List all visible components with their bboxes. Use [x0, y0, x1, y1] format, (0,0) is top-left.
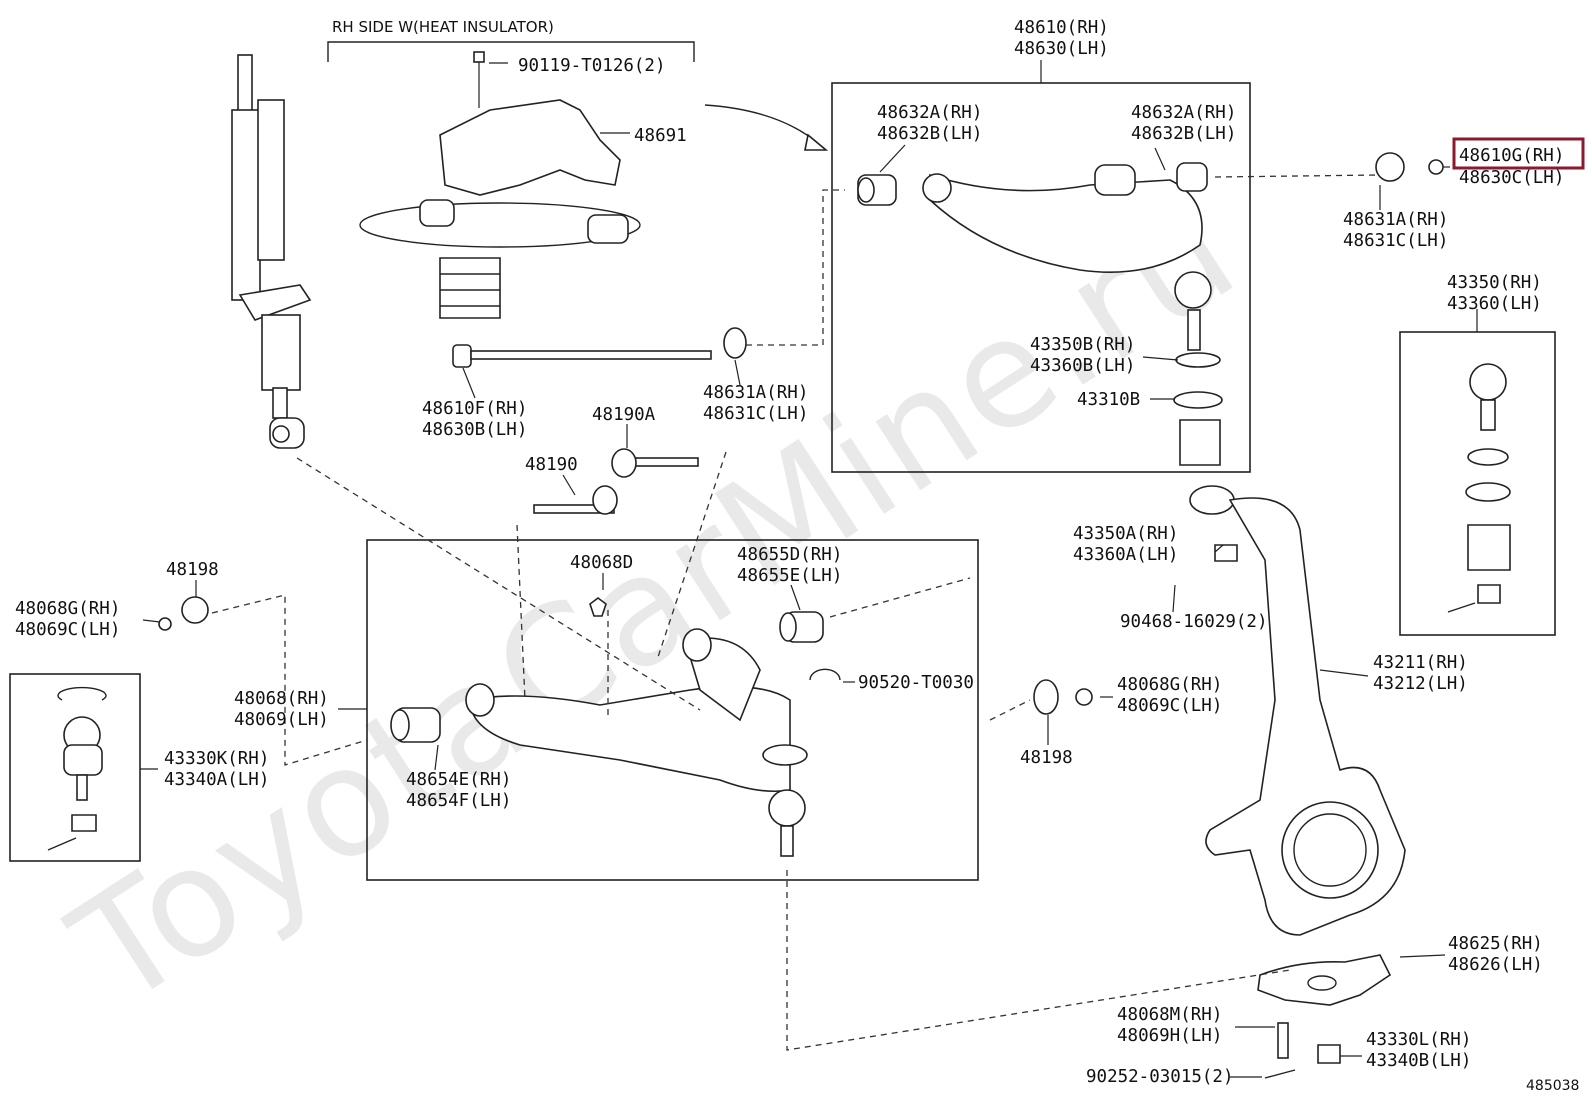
part-label-43350b[interactable]: 43350B(RH) — [1030, 335, 1135, 355]
part-label-48190a[interactable]: 48190A — [592, 405, 656, 425]
part-label-48655d[interactable]: 48655D(RH) — [737, 545, 842, 565]
part-label-48069h[interactable]: 48069H(LH) — [1117, 1026, 1222, 1046]
part-label-43360[interactable]: 43360(LH) — [1447, 294, 1542, 314]
part-label-48631c-mid[interactable]: 48631C(LH) — [703, 404, 808, 424]
right-ball-joint — [1447, 363, 1511, 613]
part-label-90468[interactable]: 90468-16029(2) — [1120, 612, 1268, 632]
part-label-48631c-upper[interactable]: 48631C(LH) — [1343, 231, 1448, 251]
part-label-43340a[interactable]: 43340A(LH) — [164, 770, 269, 790]
lower-bracket-drawing — [1257, 954, 1392, 1079]
left-ball-joint — [47, 686, 107, 851]
part-label-43360b[interactable]: 43360B(LH) — [1030, 356, 1135, 376]
part-label-48610-rh[interactable]: 48610(RH) — [1014, 18, 1109, 38]
part-label-48654f[interactable]: 48654F(LH) — [406, 791, 511, 811]
part-label-48068[interactable]: 48068(RH) — [234, 689, 329, 709]
selected-part-highlight — [1452, 137, 1585, 170]
part-label-48610f[interactable]: 48610F(RH) — [422, 399, 527, 419]
part-label-43350a[interactable]: 43350A(RH) — [1073, 524, 1178, 544]
heading-label: RH SIDE W(HEAT INSULATOR) — [332, 18, 554, 36]
shock-absorber-drawing — [231, 54, 312, 449]
part-label-48691[interactable]: 48691 — [634, 126, 687, 146]
diagram-reference-number: 485038 — [1526, 1078, 1579, 1094]
part-label-48068m[interactable]: 48068M(RH) — [1117, 1005, 1222, 1025]
part-label-43212[interactable]: 43212(LH) — [1373, 674, 1468, 694]
part-label-48626[interactable]: 48626(LH) — [1448, 955, 1543, 975]
right-spacer — [1033, 544, 1238, 715]
part-label-48068g-right[interactable]: 48068G(RH) — [1117, 675, 1222, 695]
part-label-48655e[interactable]: 48655E(LH) — [737, 566, 842, 586]
part-label-48069[interactable]: 48069(LH) — [234, 710, 329, 730]
part-label-43350[interactable]: 43350(RH) — [1447, 273, 1542, 293]
part-label-48631a-upper[interactable]: 48631A(RH) — [1343, 210, 1448, 230]
part-label-48632a-right[interactable]: 48632A(RH) — [1131, 103, 1236, 123]
part-label-48632b-right[interactable]: 48632B(LH) — [1131, 124, 1236, 144]
part-label-48198-left[interactable]: 48198 — [166, 560, 219, 580]
part-label-43340b[interactable]: 43340B(LH) — [1366, 1051, 1471, 1071]
part-label-43360a[interactable]: 43360A(LH) — [1073, 545, 1178, 565]
lower-arm-drawing — [390, 597, 841, 857]
leader-lines — [140, 60, 1478, 1078]
part-label-48654e[interactable]: 48654E(RH) — [406, 770, 511, 790]
part-label-90252[interactable]: 90252-03015(2) — [1086, 1067, 1234, 1087]
part-label-48069c-right[interactable]: 48069C(LH) — [1117, 696, 1222, 716]
lower-arm-box — [366, 539, 979, 881]
watermark: ToyotaCarMine.ru — [44, 163, 1265, 1041]
part-label-48632a-left[interactable]: 48632A(RH) — [877, 103, 982, 123]
heading-bracket — [327, 41, 695, 62]
camber-bolts — [158, 448, 699, 631]
steering-knuckle-drawing — [1189, 485, 1406, 936]
part-label-48068d[interactable]: 48068D — [570, 553, 633, 573]
part-label-48068g-left[interactable]: 48068G(RH) — [15, 599, 120, 619]
lower-ball-joint-box — [9, 673, 141, 862]
part-label-48631a-mid[interactable]: 48631A(RH) — [703, 383, 808, 403]
part-label-90119[interactable]: 90119-T0126(2) — [518, 56, 666, 76]
arrow-curve — [704, 104, 821, 146]
part-label-48630-lh[interactable]: 48630(LH) — [1014, 39, 1109, 59]
part-label-48190[interactable]: 48190 — [525, 455, 578, 475]
part-label-43330k[interactable]: 43330K(RH) — [164, 749, 269, 769]
part-label-48625[interactable]: 48625(RH) — [1448, 934, 1543, 954]
upper-arm-drawing — [857, 162, 1223, 466]
part-label-48610g[interactable]: 48610G(RH) — [1459, 146, 1564, 166]
part-label-43330l[interactable]: 43330L(RH) — [1366, 1030, 1471, 1050]
part-label-48069c-left[interactable]: 48069C(LH) — [15, 620, 120, 640]
part-label-48632b-left[interactable]: 48632B(LH) — [877, 124, 982, 144]
part-label-43211[interactable]: 43211(RH) — [1373, 653, 1468, 673]
upper-arm-bolt — [452, 152, 1444, 368]
heat-insulator-drawing — [359, 51, 641, 319]
part-label-90520[interactable]: 90520-T0030 — [858, 673, 974, 693]
part-label-48630c[interactable]: 48630C(LH) — [1459, 168, 1564, 188]
part-label-43310b[interactable]: 43310B — [1077, 390, 1140, 410]
dashed-connection-lines — [211, 174, 1381, 1051]
arrow-head — [804, 133, 829, 151]
part-label-48630b[interactable]: 48630B(LH) — [422, 420, 527, 440]
part-label-48198-right[interactable]: 48198 — [1020, 748, 1073, 768]
